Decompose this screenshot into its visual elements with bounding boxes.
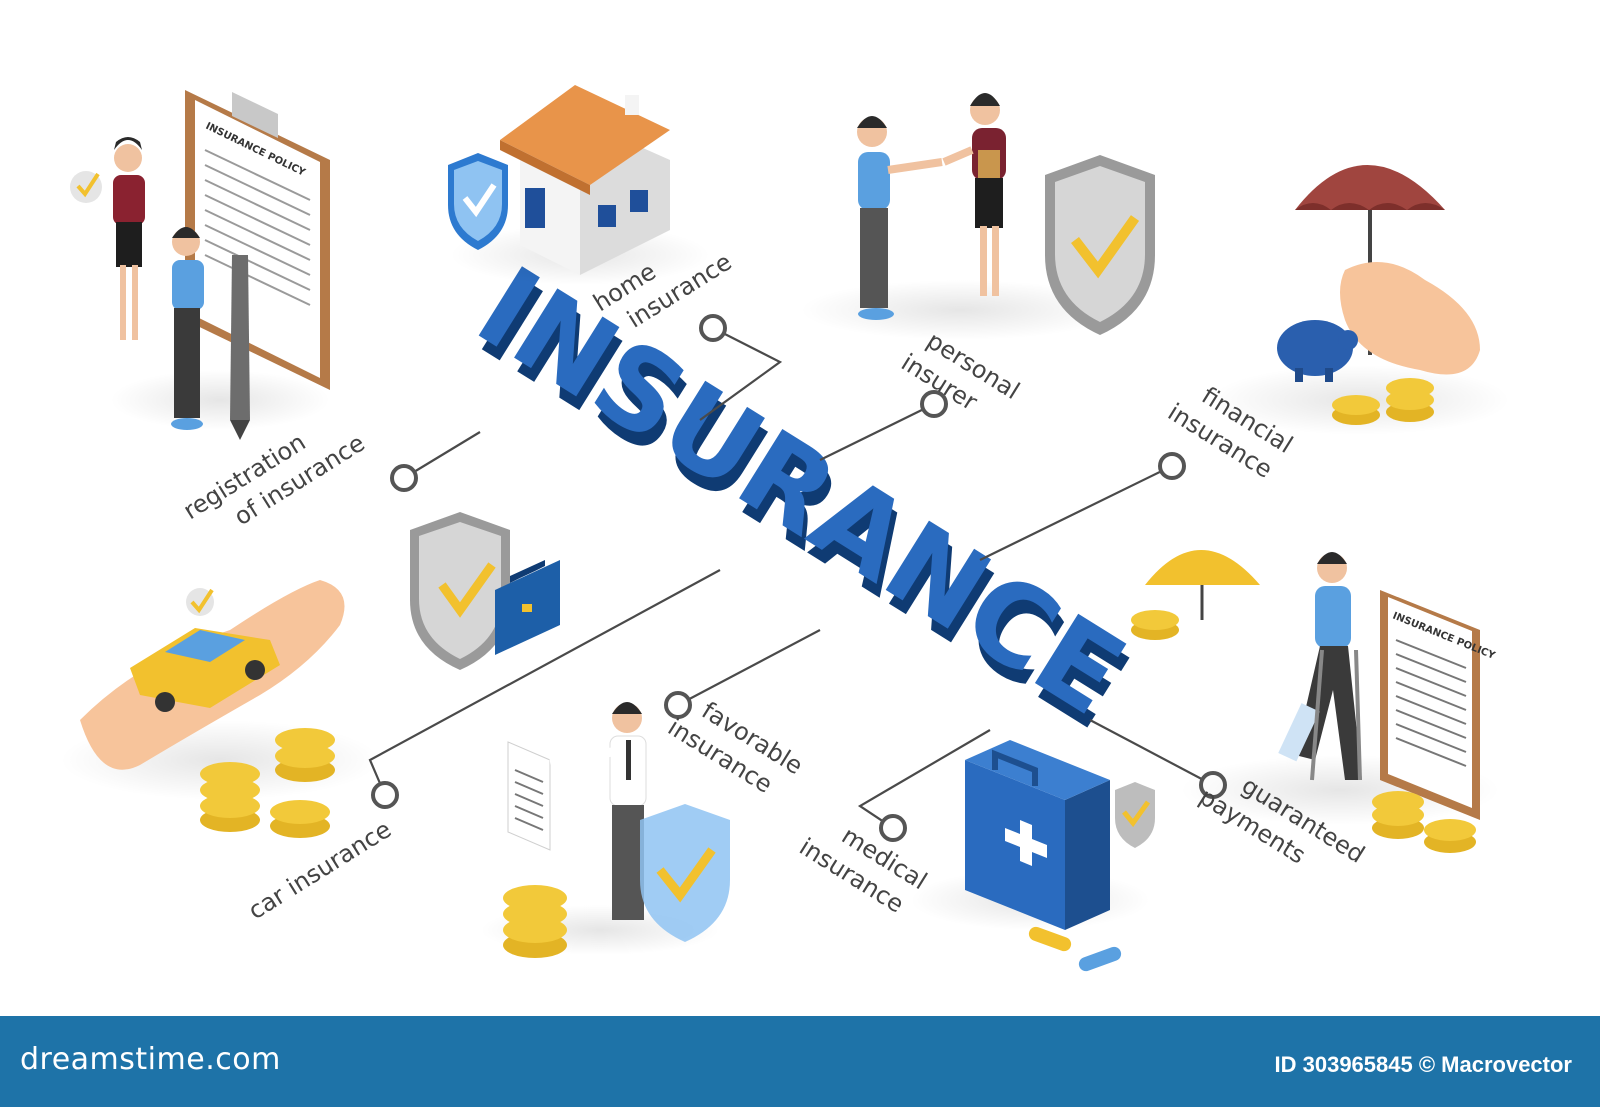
woman-client-figure [171,227,204,430]
man-client-figure [857,116,943,320]
registration-illustration: INSURANCE POLICY [70,90,330,440]
financial-illustration [1210,165,1510,435]
pen-icon [230,255,250,440]
car-insurance-illustration [60,580,380,838]
woman-insurer-figure [942,93,1006,296]
document-icon [507,741,551,851]
check-badge-icon [70,171,102,203]
silver-shield-icon [1045,155,1155,335]
footer-id-credit: ID 303965845 © Macrovector [1274,1052,1573,1077]
injured-man-figure [1278,552,1362,781]
connector-personal [819,403,935,461]
node-financial [1158,452,1186,480]
coins-icon [1372,791,1476,853]
node-favorable [664,691,692,719]
woman-manager-figure [113,137,145,340]
label-medical: medical insurance [794,821,931,918]
watermark-footer: dreamstime.com ID 303965845 © Macrovecto… [0,1016,1600,1107]
clipboard-icon: INSURANCE POLICY [185,90,330,390]
businessman-figure [549,702,647,920]
footer-brand[interactable]: dreamstime.com [20,1042,281,1077]
check-badge-icon [186,588,214,616]
briefcase-icon [495,560,560,655]
connector-favorable [677,629,821,706]
node-car [371,781,399,809]
car-icon [130,628,280,712]
house-icon [500,85,670,275]
favorable-insurance-illustration [480,702,730,958]
insurance-diagram: INSURANCE INSURANCE registration of insu… [60,85,1510,972]
node-registration [390,464,418,492]
coins-icon [200,728,335,838]
glass-shield-icon [640,804,730,942]
connector-financial [979,465,1173,561]
policy-clipboard-icon: INSURANCE POLICY [1380,590,1497,820]
silver-shield-icon [410,512,510,670]
coins-icon [1131,610,1179,640]
coins-icon [1332,378,1434,425]
medical-insurance-illustration [910,740,1155,972]
node-personal [920,390,948,418]
guaranteed-payments-illustration: INSURANCE POLICY [1131,550,1500,853]
connector-registration [403,431,481,479]
connector-guaranteed [1089,719,1214,786]
connector-home [699,327,783,421]
piggy-bank-icon [1277,320,1358,382]
node-home [699,314,727,342]
hand-icon [1340,262,1480,375]
home-illustration [448,85,710,285]
small-shield-icon [1115,782,1155,848]
first-aid-kit-icon [965,740,1110,930]
node-medical [879,814,907,842]
pills-icon [1028,926,1122,972]
coins-icon [503,885,567,958]
personal-insurer-illustration [800,93,1155,340]
yellow-umbrella-icon [1145,550,1260,620]
blue-shield-icon [448,153,508,250]
shield-briefcase-illustration [410,512,560,670]
